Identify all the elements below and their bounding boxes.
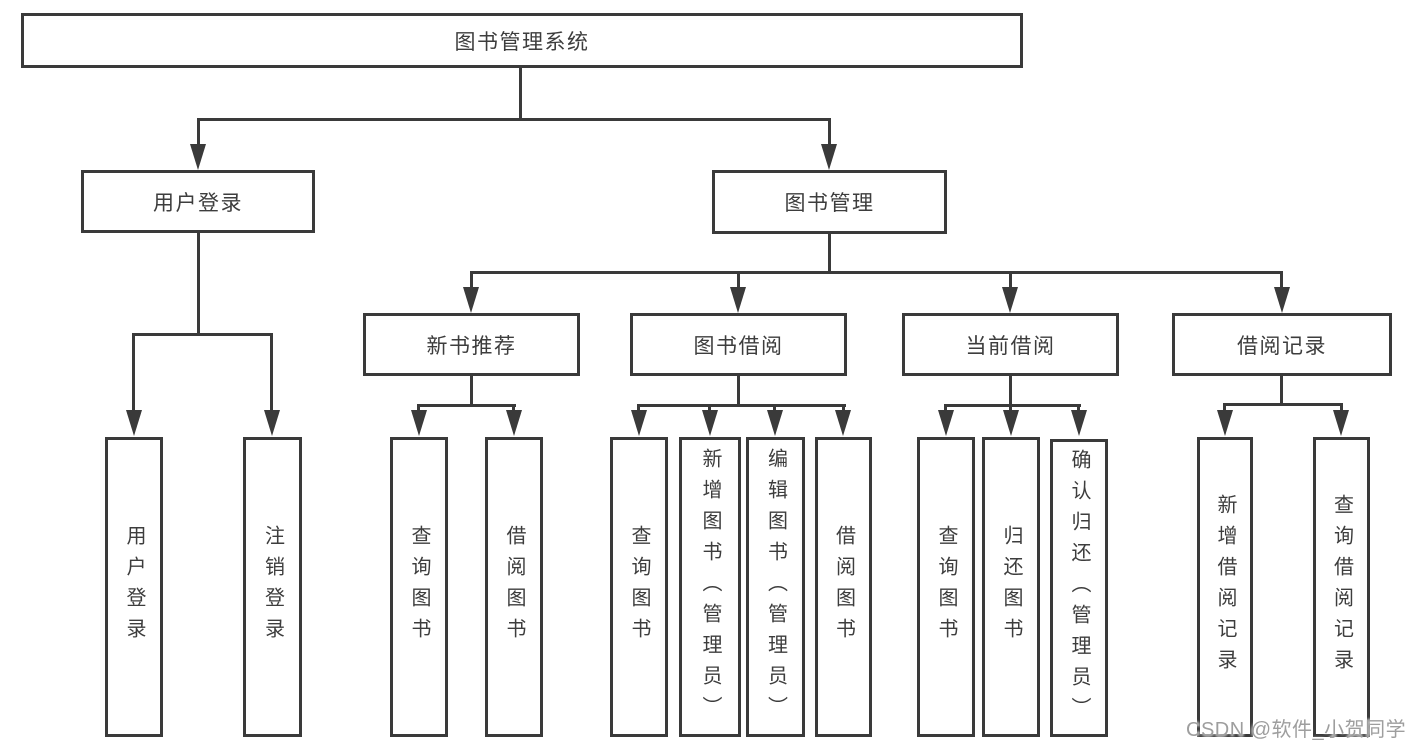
connector-line <box>1009 376 1012 407</box>
leaf-add-borrow-record: 新增借阅记录 <box>1197 437 1253 737</box>
arrow-down-icon <box>463 287 479 313</box>
node-borrowing-records: 借阅记录 <box>1172 313 1392 376</box>
connector-line <box>197 118 831 121</box>
csdn-watermark: CSDN @软件_小贺同学 <box>1186 719 1405 741</box>
arrow-down-icon <box>411 410 427 436</box>
leaf-add-book-admin: 新增图书（管理员） <box>679 437 741 737</box>
connector-line <box>512 404 515 413</box>
node-user-login: 用户登录 <box>81 170 315 233</box>
connector-line <box>1009 404 1012 413</box>
connector-line <box>417 404 420 413</box>
connector-line <box>470 271 473 289</box>
arrow-down-icon <box>767 410 783 436</box>
leaf-query-books-current: 查询图书 <box>917 437 975 737</box>
node-new-book-recommend: 新书推荐 <box>363 313 580 376</box>
leaf-borrow-books-recommend: 借阅图书 <box>485 437 543 737</box>
leaf-edit-book-admin: 编辑图书（管理员） <box>746 437 805 737</box>
arrow-down-icon <box>264 410 280 436</box>
arrow-down-icon <box>1333 410 1349 436</box>
connector-line <box>828 118 831 148</box>
arrow-down-icon <box>506 410 522 436</box>
connector-line <box>417 404 516 407</box>
connector-line <box>470 271 1283 274</box>
connector-line <box>1077 404 1080 413</box>
connector-line <box>944 404 1081 407</box>
connector-line <box>132 333 135 412</box>
connector-line <box>1009 271 1012 289</box>
leaf-borrow-books-borrowing: 借阅图书 <box>815 437 872 737</box>
connector-line <box>773 404 776 413</box>
connector-line <box>132 333 273 336</box>
leaf-user-login: 用户登录 <box>105 437 163 737</box>
arrow-down-icon <box>126 410 142 436</box>
arrow-down-icon <box>730 287 746 313</box>
node-book-management: 图书管理 <box>712 170 947 234</box>
arrow-down-icon <box>190 144 206 170</box>
connector-line <box>270 333 273 412</box>
connector-line <box>828 234 831 273</box>
connector-line <box>519 68 522 120</box>
connector-line <box>708 404 711 413</box>
arrow-down-icon <box>1071 410 1087 436</box>
connector-line <box>1223 403 1343 406</box>
connector-line <box>197 118 200 148</box>
connector-line <box>637 404 846 407</box>
node-book-borrowing: 图书借阅 <box>630 313 847 376</box>
node-current-borrowing: 当前借阅 <box>902 313 1119 376</box>
arrow-down-icon <box>1003 410 1019 436</box>
leaf-return-book: 归还图书 <box>982 437 1040 737</box>
connector-line <box>197 233 200 336</box>
arrow-down-icon <box>821 144 837 170</box>
connector-line <box>737 376 740 407</box>
arrow-down-icon <box>1002 287 1018 313</box>
arrow-down-icon <box>631 410 647 436</box>
leaf-query-books-borrowing: 查询图书 <box>610 437 668 737</box>
connector-line <box>1280 376 1283 405</box>
leaf-query-books-recommend: 查询图书 <box>390 437 448 737</box>
connector-line <box>944 404 947 413</box>
connector-line <box>470 376 473 407</box>
arrow-down-icon <box>938 410 954 436</box>
leaf-query-borrow-record: 查询借阅记录 <box>1313 437 1370 737</box>
arrow-down-icon <box>1274 287 1290 313</box>
connector-line <box>1223 403 1226 413</box>
arrow-down-icon <box>702 410 718 436</box>
node-root-library-system: 图书管理系统 <box>21 13 1023 68</box>
connector-line <box>1280 271 1283 289</box>
arrow-down-icon <box>1217 410 1233 436</box>
leaf-confirm-return-admin: 确认归还（管理员） <box>1050 439 1108 737</box>
connector-line <box>842 404 845 413</box>
connector-line <box>637 404 640 413</box>
arrow-down-icon <box>835 410 851 436</box>
leaf-logout: 注销登录 <box>243 437 302 737</box>
connector-line <box>1340 403 1343 413</box>
connector-line <box>737 271 740 289</box>
